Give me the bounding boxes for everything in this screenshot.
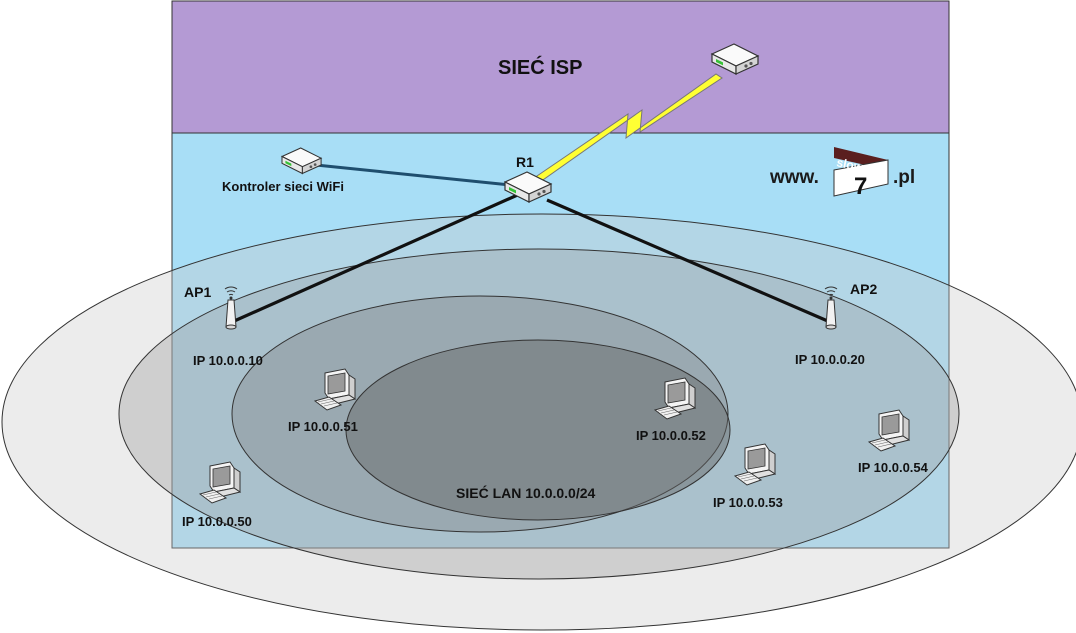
- ap2-ip-label: IP 10.0.0.20: [795, 352, 865, 367]
- coverage-outer: [1, 213, 1076, 631]
- logo-suffix: .pl: [893, 167, 915, 188]
- pc-51-ip-label: IP 10.0.0.51: [288, 419, 358, 434]
- link-r1-ap2: [546, 198, 831, 324]
- link-r1-wifi-controller: [315, 163, 511, 187]
- ap1-label: AP1: [184, 284, 211, 300]
- link-r1-ap1: [231, 191, 523, 324]
- coverage-medium: [231, 295, 729, 533]
- pc-50-ip-label: IP 10.0.0.50: [182, 514, 252, 529]
- logo-number: 7: [854, 173, 867, 200]
- router-label: R1: [516, 154, 534, 170]
- logo-top-text: slow: [835, 155, 865, 174]
- pc-53-ip-label: IP 10.0.0.53: [713, 495, 783, 510]
- lan-zone-label: SIEĆ LAN 10.0.0.0/24: [456, 484, 596, 501]
- isp-zone: [171, 0, 950, 134]
- logo-prefix: www.: [769, 167, 819, 188]
- wan-link-bolt: [533, 73, 723, 183]
- coverage-large: [118, 248, 960, 580]
- wifi-controller-label: Kontroler sieci WiFi: [222, 179, 344, 194]
- coverage-inner: [345, 339, 731, 521]
- logo-card-light: [833, 159, 889, 197]
- ap1-ip-label: IP 10.0.0.10: [193, 353, 263, 368]
- pc-52-ip-label: IP 10.0.0.52: [636, 428, 706, 443]
- ap2-label: AP2: [850, 281, 877, 297]
- isp-zone-label: SIEĆ ISP: [498, 55, 582, 79]
- pc-54-ip-label: IP 10.0.0.54: [858, 460, 929, 475]
- site-logo: www. slow 7 .pl: [769, 147, 915, 200]
